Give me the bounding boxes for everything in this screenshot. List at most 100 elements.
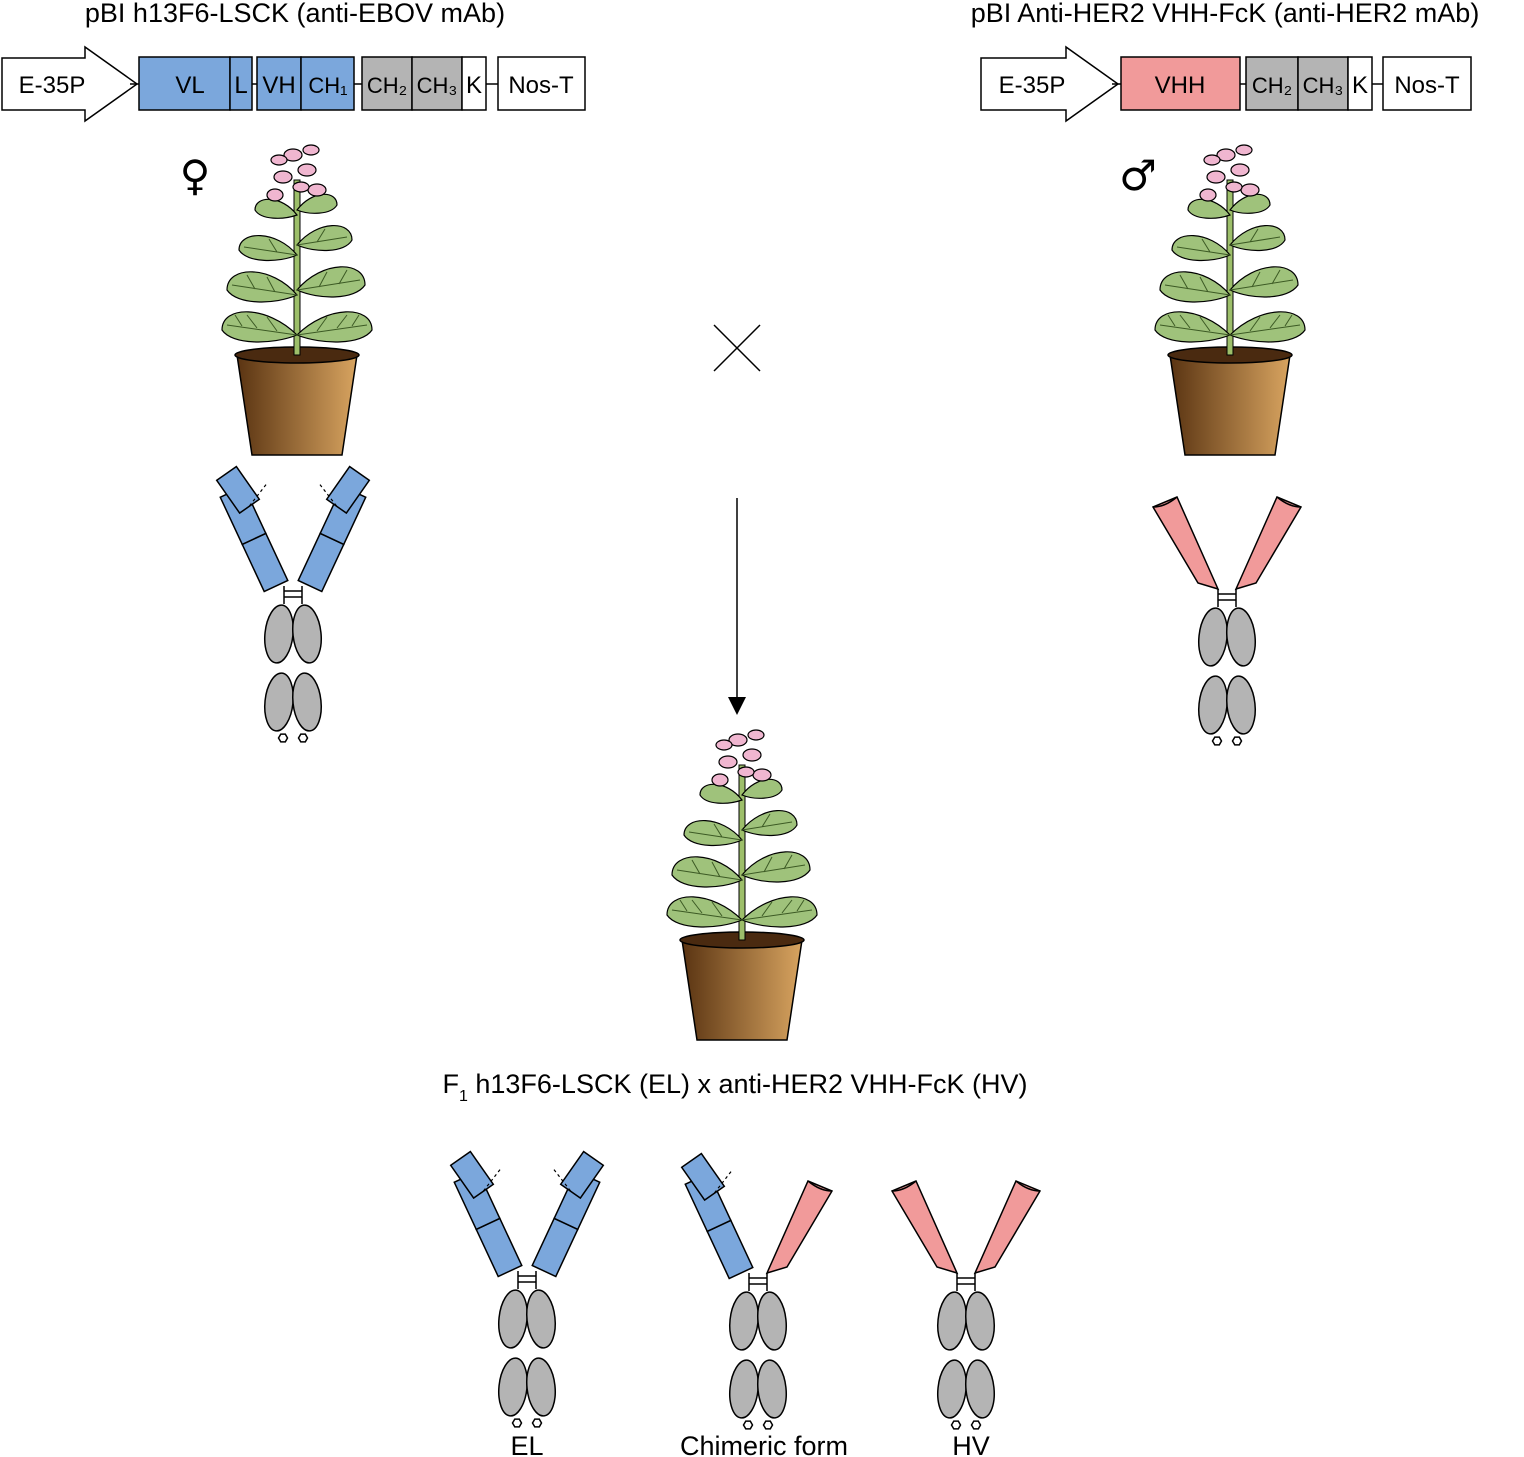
vhh-domain: [890, 1180, 959, 1275]
right-arm-el: [297, 465, 371, 593]
female-antibody-el: [215, 465, 371, 743]
ch1-domain: [297, 532, 345, 593]
fc-domain: [757, 1291, 787, 1351]
fc-domain: [937, 1291, 967, 1351]
f1-prefix: F: [442, 1069, 459, 1099]
right-segment-vhh: [1120, 56, 1241, 111]
fc-domain: [1198, 675, 1228, 735]
vhh-domain: [765, 1180, 834, 1275]
fc-domain: [757, 1359, 787, 1419]
male-symbol: ♂: [1119, 151, 1157, 200]
ch1-domain: [706, 1219, 754, 1280]
glycan-icon: [762, 1420, 774, 1430]
f1-subscript: 1: [459, 1088, 468, 1105]
left-seg-label-ch1: CH₁: [308, 73, 347, 98]
product-antibody-hv: [890, 1180, 1042, 1430]
vl-domain: [449, 1150, 495, 1200]
glycan-icon: [531, 1418, 543, 1428]
vl-domain: [680, 1152, 726, 1202]
right-arm-vhh: [1234, 496, 1303, 591]
right-terminator-label: Nos-T: [1394, 72, 1460, 99]
fc-domain: [292, 672, 322, 732]
fc-domain: [264, 672, 294, 732]
left-promoter-label: E-35P: [19, 72, 86, 99]
left-terminator-label: Nos-T: [508, 72, 574, 99]
fc-domain: [498, 1289, 528, 1349]
vl-domain: [325, 465, 371, 515]
female-symbol: ♀: [180, 151, 211, 200]
left-segment-vl: [138, 56, 231, 111]
glycan-icon: [277, 733, 289, 743]
f1-hybrid-plant: [666, 729, 818, 1041]
product-antibody-chimeric: [680, 1152, 834, 1430]
left-seg-label-vl: VL: [175, 72, 204, 99]
left-seg-label-k: K: [466, 72, 482, 99]
vhh-domain: [1151, 496, 1220, 591]
glycan-icon: [1211, 736, 1223, 746]
ch1-domain: [531, 1217, 579, 1278]
right-arm-el: [531, 1150, 605, 1278]
ch1-domain: [241, 532, 289, 593]
left-segment-k: [461, 56, 487, 111]
right-arm-vhh: [765, 1180, 834, 1275]
left-segment-ch1: [300, 56, 355, 111]
male-parent-plant: [1154, 144, 1306, 456]
fc-domain: [1198, 607, 1228, 667]
right-segment-ch3: [1297, 56, 1349, 111]
glycan-icon: [950, 1420, 962, 1430]
fc-domain: [498, 1357, 528, 1417]
fc-domain: [937, 1359, 967, 1419]
fc-domain: [292, 604, 322, 664]
vhh-domain: [1234, 496, 1303, 591]
left-arm-vhh: [1151, 496, 1220, 591]
product-label-hv: HV: [952, 1431, 990, 1457]
left-arm-el: [215, 465, 289, 593]
product-antibody-el: [449, 1150, 605, 1428]
fc-domain: [1226, 607, 1256, 667]
right-promoter-arrow: [980, 45, 1120, 123]
vl-domain: [215, 465, 261, 515]
fc-domain: [965, 1359, 995, 1419]
fc-domain: [729, 1359, 759, 1419]
male-antibody-hv: [1151, 496, 1303, 746]
left-arm-el: [449, 1150, 523, 1278]
left-segment-ch3: [411, 56, 463, 111]
glycan-icon: [511, 1418, 523, 1428]
f1-label: F1 h13F6-LSCK (EL) x anti-HER2 VHH-FcK (…: [442, 1069, 1027, 1105]
glycan-icon: [970, 1420, 982, 1430]
right-arm-vhh: [973, 1180, 1042, 1275]
right-seg-label-vhh: VHH: [1155, 72, 1206, 99]
product-label-el: EL: [510, 1431, 543, 1457]
fc-domain: [526, 1357, 556, 1417]
left-construct: E-35P VL L VH CH₁ CH₂ CH₃ K Nos-T: [1, 45, 586, 123]
right-seg-label-ch2: CH₂: [1252, 73, 1292, 98]
fc-domain: [729, 1291, 759, 1351]
right-promoter-label: E-35P: [999, 72, 1066, 99]
left-seg-label-l: L: [234, 72, 247, 99]
left-segment-vh: [256, 56, 302, 111]
fc-domain: [965, 1291, 995, 1351]
left-segment-ch2: [361, 56, 413, 111]
fc-domain: [526, 1289, 556, 1349]
right-construct-title: pBI Anti-HER2 VHH-FcK (anti-HER2 mAb): [971, 0, 1480, 28]
left-seg-label-vh: VH: [262, 72, 295, 99]
vhh-domain: [973, 1180, 1042, 1275]
left-seg-label-ch3: CH₃: [417, 73, 458, 98]
right-seg-label-k: K: [1352, 72, 1368, 99]
fc-domain: [1226, 675, 1256, 735]
right-terminator-box: [1382, 56, 1472, 111]
ch1-domain: [475, 1217, 523, 1278]
glycan-icon: [1231, 736, 1243, 746]
glycan-icon: [742, 1420, 754, 1430]
f1-text: h13F6-LSCK (EL) x anti-HER2 VHH-FcK (HV): [468, 1069, 1028, 1099]
female-parent-plant: [221, 144, 373, 456]
fc-domain: [264, 604, 294, 664]
left-promoter-arrow: [1, 45, 139, 123]
right-construct: E-35P VHH CH₂ CH₃ K Nos-T: [980, 45, 1472, 123]
right-segment-ch2: [1245, 56, 1299, 111]
vl-domain: [559, 1150, 605, 1200]
left-construct-title: pBI h13F6-LSCK (anti-EBOV mAb): [85, 0, 505, 28]
left-seg-label-ch2: CH₂: [367, 73, 407, 98]
product-label-chimeric: Chimeric form: [680, 1431, 848, 1457]
